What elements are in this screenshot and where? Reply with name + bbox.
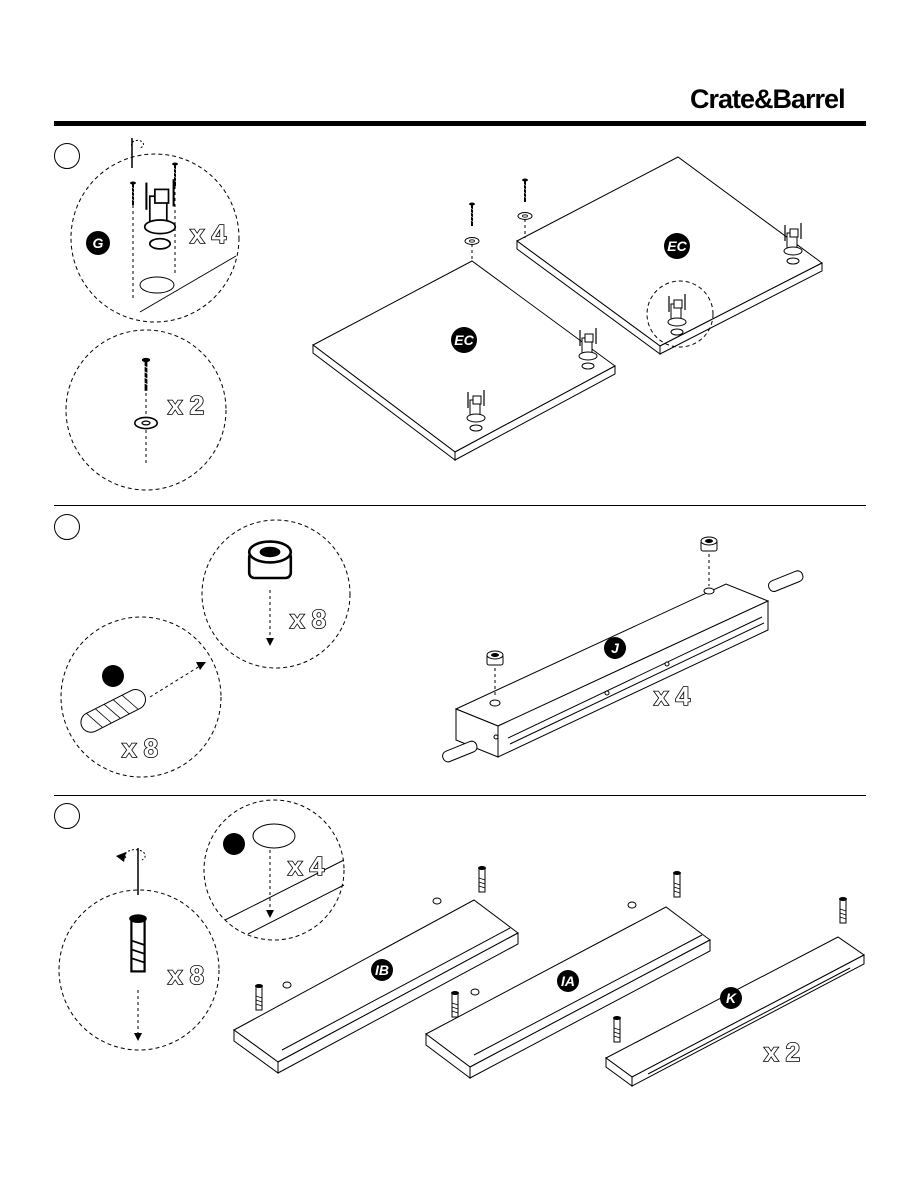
section-divider-2 (54, 795, 866, 796)
hinge-qty: x 4 (190, 219, 227, 249)
step3-detail-circle-cap (203, 799, 345, 941)
step-3-marker (54, 803, 80, 829)
screw-qty: x 2 (168, 390, 204, 420)
step2-detail-circle-dowel (60, 616, 222, 778)
rail-k-qty: x 2 (764, 1037, 800, 1067)
panel-label-ec-left: EC (454, 332, 474, 348)
rail-label-ia: IA (561, 973, 575, 989)
panel-ec-left (312, 201, 616, 462)
cam-qty: x 8 (290, 604, 326, 634)
rail-label-k: K (726, 990, 737, 1006)
rail-ib (233, 865, 519, 1074)
step2-detail-circle-cam (201, 519, 351, 669)
cap-qty: x 4 (288, 851, 325, 881)
part-label-g: G (93, 235, 104, 251)
rail-k (605, 896, 865, 1087)
rail-label-ib: IB (375, 962, 389, 978)
bolt-qty: x 8 (168, 960, 204, 990)
step-2-marker (54, 514, 80, 540)
panel-label-ec-right: EC (667, 238, 687, 254)
rail-j-qty: x 4 (654, 681, 691, 711)
dowel-qty: x 8 (122, 733, 158, 763)
rail-label-j: J (611, 640, 620, 656)
step-1-marker (54, 143, 80, 169)
step3-detail-circle-bolt (58, 848, 220, 1051)
panel-ec-right (516, 156, 823, 355)
header-rule (54, 121, 866, 126)
step1-detail-circle-screw (65, 329, 227, 491)
rail-j (442, 536, 804, 763)
brand-logo: Crate&Barrel (690, 84, 846, 114)
section-divider-1 (54, 505, 866, 506)
step1-detail-circle-hinge (70, 138, 240, 323)
rail-ia (425, 870, 711, 1079)
